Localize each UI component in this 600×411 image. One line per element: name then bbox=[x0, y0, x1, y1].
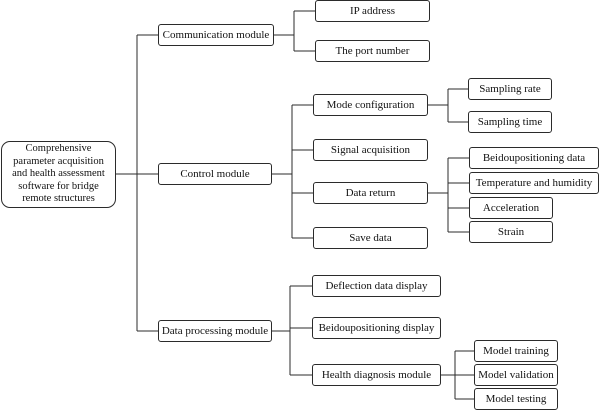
temperature-humidity-label: Temperature and humidity bbox=[475, 176, 593, 189]
deflection-data-display-label: Deflection data display bbox=[325, 279, 428, 292]
acceleration-label: Acceleration bbox=[482, 201, 540, 214]
root-label: Comprehensive parameter acquisition and … bbox=[12, 143, 105, 205]
mode-configuration-label: Mode configuration bbox=[326, 98, 415, 111]
mode-configuration-node: Mode configuration bbox=[313, 94, 428, 116]
signal-acquisition-node: Signal acquisition bbox=[313, 139, 428, 161]
health-diagnosis-module-node: Health diagnosis module bbox=[312, 364, 441, 386]
ip-address-node: IP address bbox=[315, 0, 430, 22]
model-training-label: Model training bbox=[483, 344, 549, 357]
sampling-rate-label: Sampling rate bbox=[479, 82, 541, 95]
save-data-node: Save data bbox=[313, 227, 428, 249]
model-validation-node: Model validation bbox=[474, 364, 558, 386]
communication-module-label: Communication module bbox=[162, 28, 270, 41]
beidoupositioning-data-label: Beidoupositioning data bbox=[482, 151, 586, 164]
port-number-label: The port number bbox=[335, 44, 410, 57]
strain-node: Strain bbox=[469, 221, 553, 243]
data-return-label: Data return bbox=[345, 186, 396, 199]
strain-label: Strain bbox=[497, 225, 525, 238]
root-node: Comprehensive parameter acquisition and … bbox=[1, 141, 116, 208]
beidoupositioning-display-node: Beidoupositioning display bbox=[312, 317, 441, 339]
health-diagnosis-module-label: Health diagnosis module bbox=[321, 368, 432, 381]
deflection-data-display-node: Deflection data display bbox=[312, 275, 441, 297]
model-validation-label: Model validation bbox=[478, 368, 554, 381]
data-return-node: Data return bbox=[313, 182, 428, 204]
model-testing-node: Model testing bbox=[474, 388, 558, 410]
sampling-time-label: Sampling time bbox=[477, 115, 543, 128]
model-training-node: Model training bbox=[474, 340, 558, 362]
beidoupositioning-display-label: Beidoupositioning display bbox=[318, 321, 435, 334]
save-data-label: Save data bbox=[349, 231, 392, 244]
control-module-node: Control module bbox=[158, 163, 272, 185]
beidoupositioning-data-node: Beidoupositioning data bbox=[469, 147, 599, 169]
sampling-rate-node: Sampling rate bbox=[468, 78, 552, 100]
acceleration-node: Acceleration bbox=[469, 197, 553, 219]
signal-acquisition-label: Signal acquisition bbox=[330, 143, 411, 156]
sampling-time-node: Sampling time bbox=[468, 111, 552, 133]
control-module-label: Control module bbox=[180, 167, 250, 180]
data-processing-module-label: Data processing module bbox=[161, 324, 269, 337]
temperature-humidity-node: Temperature and humidity bbox=[469, 172, 599, 194]
model-testing-label: Model testing bbox=[485, 392, 547, 405]
port-number-node: The port number bbox=[315, 40, 430, 62]
ip-address-label: IP address bbox=[349, 4, 396, 17]
communication-module-node: Communication module bbox=[158, 24, 274, 46]
data-processing-module-node: Data processing module bbox=[158, 320, 272, 342]
